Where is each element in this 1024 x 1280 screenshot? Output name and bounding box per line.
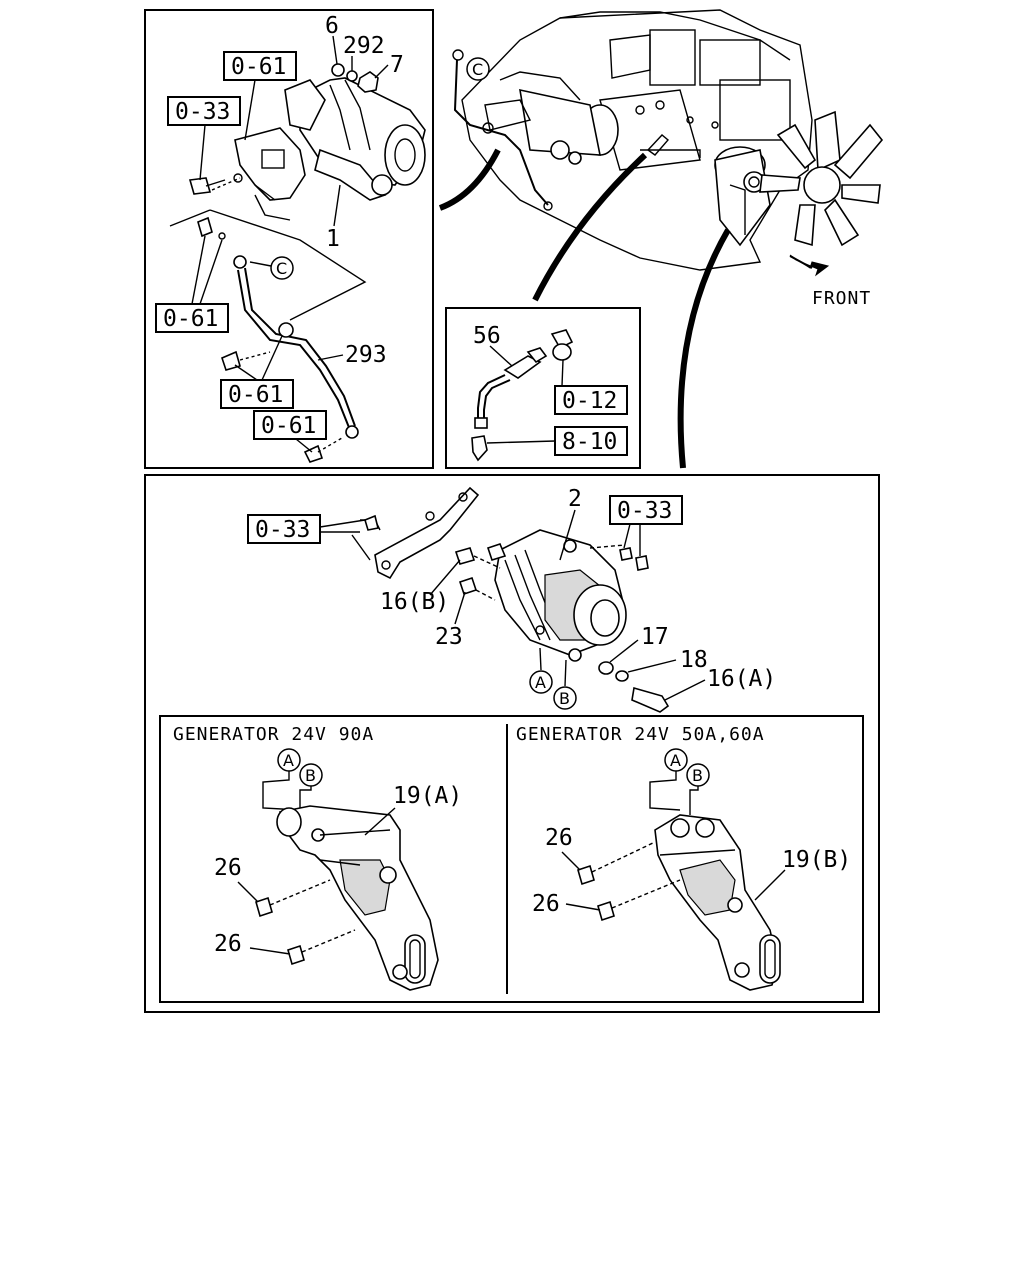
washer-18 (615, 670, 629, 682)
part-number-19b: 19(B) (782, 847, 851, 873)
svg-text:0-61: 0-61 (228, 382, 283, 408)
ref-box-033-b[interactable]: 0-33 (247, 514, 321, 544)
generator-panel-frame (144, 474, 880, 1013)
washer-292 (346, 70, 358, 82)
ref-box-061-d[interactable]: 0-61 (253, 410, 327, 440)
part-number-293: 293 (345, 342, 387, 368)
part-number-16a: 16(A) (707, 666, 776, 692)
starter-bracket (233, 127, 306, 221)
ref-box-061-c[interactable]: 0-61 (220, 379, 294, 409)
bolt-16a (631, 686, 670, 713)
generator-bracket (351, 486, 480, 580)
ref-box-033-a[interactable]: 0-33 (167, 96, 241, 126)
marker-c-engine: C (466, 57, 490, 81)
part-number-1: 1 (326, 226, 340, 252)
part-number-16b: 16(B) (380, 589, 449, 615)
fan-icon (759, 110, 884, 247)
bolt-26-left-1 (255, 879, 331, 918)
svg-text:0-33: 0-33 (255, 517, 310, 543)
ref-box-012[interactable]: 0-12 (554, 385, 628, 415)
marker-a-generator: A (529, 670, 553, 694)
svg-text:B: B (559, 689, 570, 708)
bolt-26-right-1 (577, 841, 656, 886)
bracket-19a (276, 805, 439, 991)
bracket-19b (654, 814, 781, 991)
part-number-26-b: 26 (214, 931, 242, 957)
starter-motor (284, 77, 426, 201)
generator-2 (494, 529, 627, 662)
ref-box-033-c[interactable]: 0-33 (609, 495, 683, 525)
part-number-292: 292 (343, 33, 385, 59)
marker-b-generator: B (553, 686, 577, 710)
svg-text:0-61: 0-61 (261, 413, 316, 439)
starter-panel-frame (144, 9, 434, 469)
front-arrow-icon (789, 254, 830, 277)
ref-box-061-a[interactable]: 0-61 (223, 51, 297, 81)
washer-6 (331, 63, 345, 77)
engine-overview: FRONT C (452, 9, 884, 309)
part-number-26-a: 26 (214, 855, 242, 881)
part-number-17: 17 (641, 624, 669, 650)
bolt-26-left-2 (287, 929, 356, 966)
svg-text:C: C (472, 60, 483, 79)
svg-text:0-12: 0-12 (562, 388, 617, 414)
part-number-19a: 19(A) (393, 783, 462, 809)
nut-061 (197, 216, 213, 238)
generator-90a-title: GENERATOR 24V 90A (173, 724, 374, 745)
ref-box-061-b[interactable]: 0-61 (155, 303, 229, 333)
generator-50a-60a-title: GENERATOR 24V 50A,60A (516, 724, 765, 745)
bolt-16b (454, 547, 476, 565)
callout-sweep-generator (677, 228, 731, 469)
washer-17 (598, 661, 614, 675)
marker-c-starter: C (270, 256, 294, 280)
svg-text:B: B (305, 766, 316, 785)
marker-a-left: A (277, 748, 301, 772)
bolt-26-right-2 (597, 879, 681, 922)
svg-text:0-33: 0-33 (175, 99, 230, 125)
nut-7 (357, 71, 379, 93)
marker-a-right: A (664, 748, 688, 772)
sensor-panel-frame (445, 307, 641, 469)
svg-text:0-33: 0-33 (617, 498, 672, 524)
svg-text:A: A (283, 751, 294, 770)
svg-text:A: A (535, 673, 546, 692)
cable-293 (221, 255, 359, 463)
part-number-18: 18 (680, 647, 708, 673)
part-number-6: 6 (325, 13, 339, 39)
part-number-56: 56 (473, 323, 501, 349)
front-label: FRONT (812, 288, 871, 309)
part-number-7: 7 (390, 52, 404, 78)
part-number-2: 2 (568, 486, 582, 512)
svg-text:C: C (276, 259, 287, 278)
marker-b-right: B (686, 763, 710, 787)
part-number-26-c: 26 (545, 825, 573, 851)
ref-box-810[interactable]: 8-10 (554, 426, 628, 456)
adapter-012 (550, 329, 574, 361)
marker-b-left: B (299, 763, 323, 787)
svg-text:A: A (670, 751, 681, 770)
svg-text:0-61: 0-61 (163, 306, 218, 332)
svg-text:8-10: 8-10 (562, 429, 617, 455)
part-number-26-d: 26 (532, 891, 560, 917)
bracket-subpanel-frame (159, 715, 864, 1003)
part-number-23: 23 (435, 624, 463, 650)
nut-23 (458, 576, 478, 596)
callout-sweep-starter (438, 148, 501, 211)
svg-text:0-61: 0-61 (231, 54, 286, 80)
svg-text:B: B (692, 766, 703, 785)
callout-sweep-sensor (532, 152, 648, 302)
sensor-56 (471, 347, 548, 462)
